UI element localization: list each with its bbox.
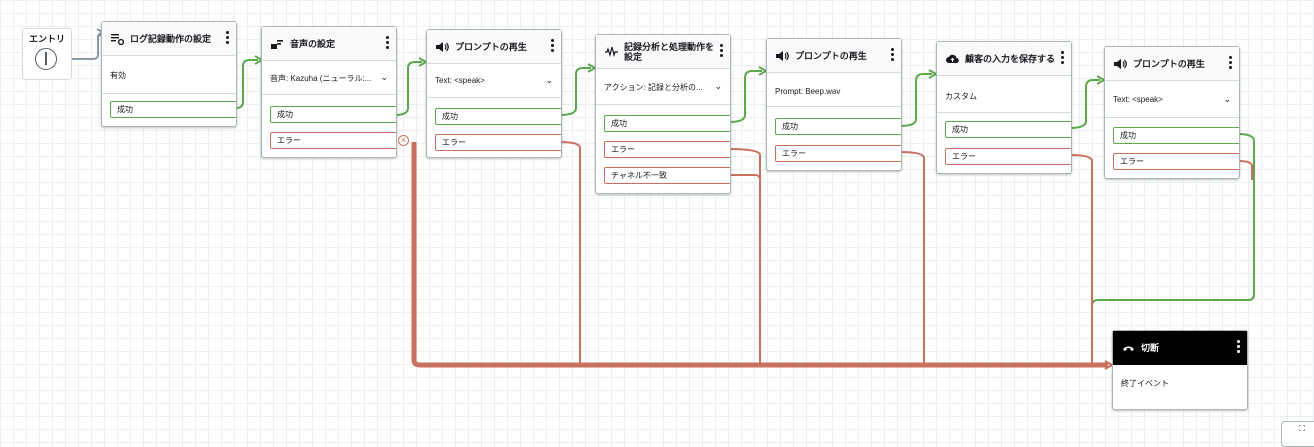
chevron-down-icon: ⌄ [714, 82, 722, 91]
fit-to-screen-button[interactable]: ⛶ [1281, 421, 1314, 447]
block-recording-analytics[interactable]: 記録分析と処理動作を設定 アクション: 記録と分析の... ⌄ 成功 エラー チ… [595, 34, 731, 194]
branch-success[interactable]: 成功 [1113, 127, 1239, 144]
kebab-menu-icon[interactable] [891, 48, 895, 62]
branch-success[interactable]: 成功 [945, 121, 1071, 138]
wire-prompt2-error [899, 151, 925, 365]
kebab-menu-icon[interactable] [1229, 56, 1233, 70]
block-header: ログ記録動作の設定 [102, 22, 236, 56]
wire-arrow [1096, 75, 1107, 85]
block-log-settings[interactable]: ログ記録動作の設定 有効 成功 [101, 21, 237, 127]
kebab-menu-icon[interactable] [1061, 51, 1065, 65]
block-play-prompt-2[interactable]: プロンプトの再生 Prompt: Beep.wav 成功 エラー [766, 38, 902, 171]
wire-prompt1-error [559, 141, 581, 365]
wire-prompt2-success [899, 73, 932, 127]
voice-select[interactable]: 音声: Kazuha (ニューラル:... ⌄ [270, 73, 388, 84]
wire-analytics-channel-mismatch [729, 174, 761, 181]
entry-label: エントリ [28, 34, 65, 44]
kebab-menu-icon[interactable] [226, 31, 230, 45]
block-value: 音声: Kazuha (ニューラル:... [270, 74, 372, 83]
branch-error[interactable]: エラー [945, 148, 1071, 165]
log-settings-icon [110, 32, 124, 46]
branch-success[interactable]: 成功 [775, 118, 901, 135]
block-voice-settings[interactable]: 音声の設定 音声: Kazuha (ニューラル:... ⌄ 成功 エラー [261, 26, 397, 158]
block-value: カスタム [945, 92, 977, 101]
prompt-select[interactable]: Text: <speak> ⌄ [1113, 95, 1231, 104]
branch-success[interactable]: 成功 [604, 115, 730, 132]
kebab-menu-icon[interactable] [1237, 340, 1241, 354]
speaker-icon [775, 49, 789, 63]
block-value: Text: <speak> [1113, 95, 1163, 104]
branch-error[interactable]: エラー [775, 145, 901, 162]
wire-arrow [587, 63, 598, 73]
block-title: 顧客の入力を保存する [965, 53, 1056, 64]
block-title: プロンプトの再生 [1133, 58, 1205, 69]
speaker-icon [435, 40, 449, 54]
block-value: 終了イベント [1121, 379, 1169, 388]
block-value: 有効 [110, 71, 126, 80]
wire-voice-success [394, 61, 422, 116]
block-play-prompt-1[interactable]: プロンプトの再生 Text: <speak> ⌄ 成功 エラー [426, 29, 562, 158]
block-value: Text: <speak> [435, 76, 485, 85]
block-title: 記録分析と処理動作を設定 [624, 41, 715, 62]
branch-error[interactable]: エラー [1113, 153, 1239, 170]
block-header: 切断 [1113, 331, 1247, 365]
cloud-upload-icon [945, 52, 959, 66]
block-store-customer-input[interactable]: 顧客の入力を保存する カスタム 成功 エラー [936, 41, 1072, 174]
wire-analytics-success [728, 70, 762, 123]
hang-up-icon [1121, 341, 1135, 355]
kebab-menu-icon[interactable] [720, 44, 724, 58]
wire-analytics-error [728, 148, 761, 365]
waveform-icon [604, 45, 618, 59]
block-header: プロンプトの再生 [1105, 47, 1239, 81]
wire-arrow [1104, 360, 1115, 370]
block-title: ログ記録動作の設定 [130, 33, 212, 44]
wire-voice-error-highlight [411, 142, 1108, 368]
branch-success[interactable]: 成功 [435, 108, 561, 125]
branch-error[interactable]: エラー [604, 141, 730, 158]
block-header: 記録分析と処理動作を設定 [596, 35, 730, 69]
block-header: 顧客の入力を保存する [937, 42, 1071, 76]
chevron-down-icon: ⌄ [380, 73, 388, 82]
block-value: Prompt: Beep.wav [775, 87, 841, 96]
branch-success[interactable]: 成功 [110, 101, 236, 118]
wire-prompt1-success [559, 67, 591, 116]
wire-arrow [928, 69, 939, 79]
disconnected-error-icon[interactable]: × [398, 135, 409, 146]
wire-arrow [418, 57, 429, 67]
block-value: アクション: 記録と分析の... [604, 83, 703, 92]
block-header: 音声の設定 [262, 27, 396, 61]
entry-node[interactable]: エントリ [22, 28, 72, 80]
voice-settings-icon [270, 37, 284, 51]
kebab-menu-icon[interactable] [551, 39, 555, 53]
wire-log-success [235, 59, 258, 109]
block-play-prompt-3[interactable]: プロンプトの再生 Text: <speak> ⌄ 成功 エラー [1104, 46, 1240, 179]
branch-channel-mismatch[interactable]: チャネル不一致 [604, 167, 730, 184]
block-header: プロンプトの再生 [427, 30, 561, 64]
block-title: プロンプトの再生 [795, 50, 867, 61]
chevron-down-icon: ⌄ [1223, 95, 1231, 104]
speaker-icon [1113, 57, 1127, 71]
wire-store-error [1069, 154, 1093, 365]
block-title: プロンプトの再生 [455, 41, 527, 52]
action-select[interactable]: アクション: 記録と分析の... ⌄ [604, 82, 722, 93]
block-title: 切断 [1141, 343, 1160, 353]
branch-error[interactable]: エラー [270, 132, 396, 149]
branch-error[interactable]: エラー [435, 134, 561, 151]
entry-start-icon [35, 48, 57, 70]
block-disconnect[interactable]: 切断 終了イベント [1112, 330, 1248, 410]
fit-icon: ⛶ [1299, 424, 1305, 433]
wire-store-success [1069, 79, 1100, 129]
wire-prompt3-error [1237, 160, 1253, 180]
wire-arrow [758, 66, 769, 76]
block-header: プロンプトの再生 [767, 39, 901, 73]
branch-success[interactable]: 成功 [270, 106, 396, 123]
block-title: 音声の設定 [290, 38, 336, 49]
chevron-down-icon: ⌄ [545, 76, 553, 85]
prompt-select[interactable]: Text: <speak> ⌄ [435, 76, 553, 85]
kebab-menu-icon[interactable] [386, 36, 390, 50]
